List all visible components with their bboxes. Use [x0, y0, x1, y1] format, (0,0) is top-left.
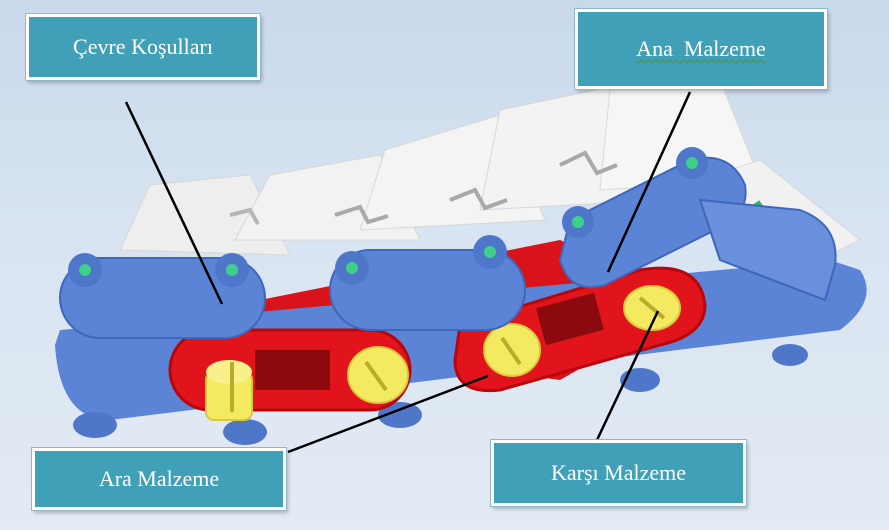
callout-karsi-malzeme: Karşı Malzeme: [491, 440, 746, 506]
callout-label: Ana Malzeme: [636, 38, 766, 60]
callout-ara-malzeme: Ara Malzeme: [32, 448, 286, 510]
callout-label: Karşı Malzeme: [551, 462, 686, 484]
callout-label: Çevre Koşulları: [73, 36, 213, 58]
callout-label: Ara Malzeme: [99, 468, 219, 490]
callout-cevre-kosullari: Çevre Koşulları: [26, 14, 260, 80]
callout-ana-malzeme: Ana Malzeme: [575, 9, 827, 89]
